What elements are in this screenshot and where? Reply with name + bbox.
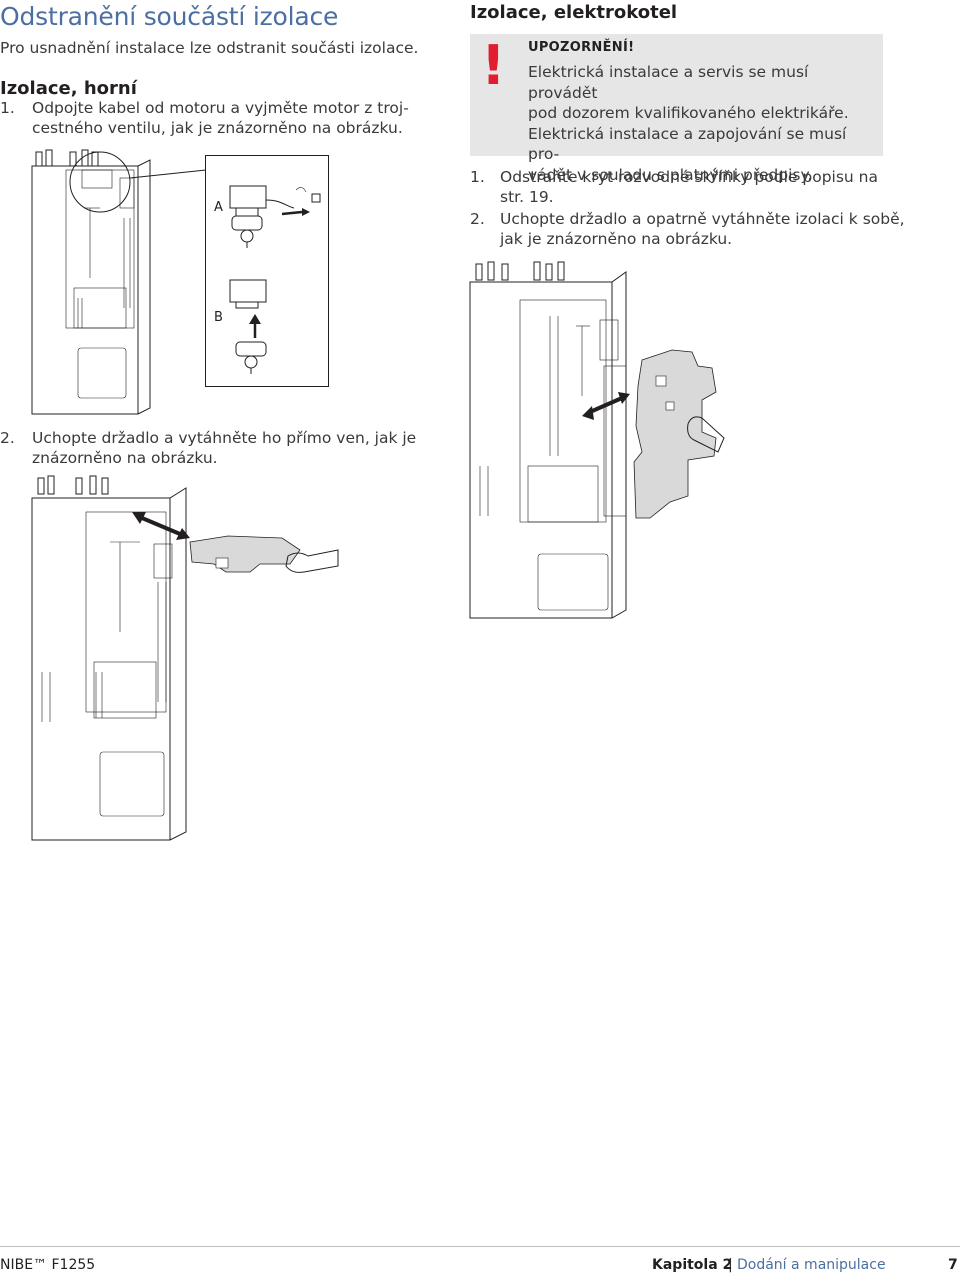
warning-line: pod dozorem kvalifikovaného elektrikáře. <box>528 104 849 122</box>
step-text-line: znázorněno na obrázku. <box>32 449 218 467</box>
figure-label-b: B <box>214 310 223 325</box>
warning-line: vádět v souladu s platnými předpisy. <box>528 165 813 184</box>
boiler-insulation-removal-illustration <box>469 261 725 619</box>
step-number: 1. <box>0 99 15 117</box>
motor-figure-box: A B <box>205 155 329 387</box>
warning-body: Elektrická instalace a servis se musí pr… <box>528 62 878 185</box>
heat-pump-illustration-top <box>31 149 207 415</box>
step-number: 1. <box>470 168 485 186</box>
footer-page-number: 7 <box>948 1257 958 1273</box>
valve-motor-drawing <box>229 185 321 374</box>
warning-line: Elektrická instalace a servis se musí pr… <box>528 63 809 102</box>
step-text-line: str. 19. <box>500 188 554 206</box>
top-insulation-removal-illustration <box>31 475 339 841</box>
step-text-line: jak je znázorněno na obrázku. <box>500 230 733 248</box>
step-text-line: Odpojte kabel od motoru a vyjměte motor … <box>32 99 409 117</box>
intro-text: Pro usnadnění instalace lze odstranit so… <box>0 39 419 57</box>
footer-divider <box>0 1246 960 1247</box>
step-number: 2. <box>0 429 15 447</box>
figure-label-a: A <box>214 200 223 215</box>
footer-separator: | <box>728 1257 733 1273</box>
page-title: Odstranění součástí izolace <box>0 2 339 31</box>
warning-icon: ! <box>481 34 506 97</box>
step-text-line: Odstraňte kryt rozvodné skříňky podle po… <box>500 168 879 186</box>
step-text-line: cestného ventilu, jak je znázorněno na o… <box>32 119 403 137</box>
footer-section: Dodání a manipulace <box>737 1257 886 1273</box>
warning-title: UPOZORNĚNÍ! <box>528 40 635 55</box>
warning-box: ! UPOZORNĚNÍ! Elektrická instalace a ser… <box>470 34 883 184</box>
step-text-line: Uchopte držadlo a vytáhněte ho přímo ven… <box>32 429 417 447</box>
footer-chapter: Kapitola 2 <box>652 1257 733 1273</box>
section-heading-top: Izolace, horní <box>0 78 137 99</box>
step-number: 2. <box>470 210 485 228</box>
footer-product: NIBE™ F1255 <box>0 1257 96 1273</box>
warning-line: Elektrická instalace a zapojování se mus… <box>528 124 847 164</box>
step-text-line: Uchopte držadlo a opatrně vytáhněte izol… <box>500 210 905 228</box>
section-heading-boiler: Izolace, elektrokotel <box>470 2 678 23</box>
